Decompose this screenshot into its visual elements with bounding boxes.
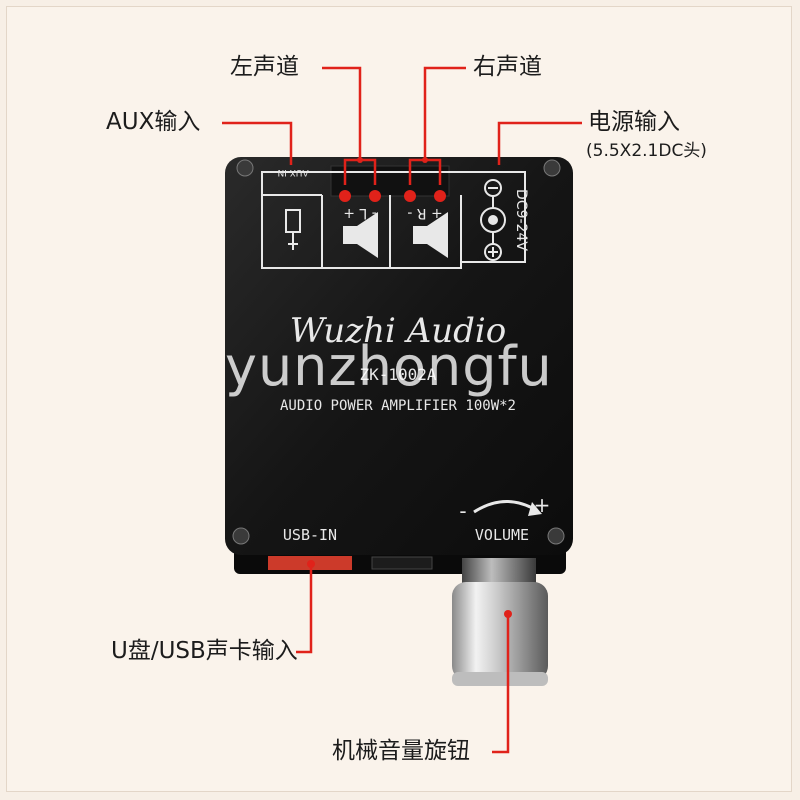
terminal-screw xyxy=(404,190,416,202)
terminal-screw xyxy=(339,190,351,202)
screw-icon xyxy=(543,159,561,177)
volume-knob xyxy=(452,558,548,686)
brand-logo: Wuzhi Audio xyxy=(290,311,507,351)
volume-arrow-icon xyxy=(473,500,537,514)
usb-input-label: U盘/USB声卡输入 xyxy=(111,638,298,664)
screw-icon xyxy=(232,527,250,545)
power-input-label: 电源输入 xyxy=(588,109,680,135)
aux-input-label: AUX输入 xyxy=(106,109,201,135)
right-channel-label: 右声道 xyxy=(473,54,542,80)
aux-port-label: AUX-IN xyxy=(277,167,308,177)
volume-plus-label: + xyxy=(534,493,551,517)
left-channel-label: 左声道 xyxy=(230,54,299,80)
terminal-screw xyxy=(434,190,446,202)
description-label: AUDIO POWER AMPLIFIER 100W*2 xyxy=(280,398,516,414)
terminal-screw xyxy=(369,190,381,202)
left-terminal-label: - L + xyxy=(343,205,376,221)
speaker-icon xyxy=(413,212,448,258)
usb-port-label: USB-IN xyxy=(283,526,337,544)
screw-icon xyxy=(236,159,254,177)
speaker-icon xyxy=(343,212,378,258)
model-label: ZK-1002A xyxy=(359,365,436,384)
right-terminal-label: + R - xyxy=(407,205,442,221)
screw-icon xyxy=(547,527,565,545)
aux-jack-icon xyxy=(285,209,301,250)
volume-knob-label: 机械音量旋钮 xyxy=(332,738,470,764)
watermark: yunzhongfu xyxy=(225,335,553,398)
power-spec-label: (5.5X2.1DC头) xyxy=(586,141,707,161)
volume-minus-label: - xyxy=(459,499,466,523)
volume-label: VOLUME xyxy=(475,526,529,544)
dc-polarity-icon xyxy=(480,179,506,261)
dc-spec-label: DC9-24V xyxy=(513,189,529,251)
